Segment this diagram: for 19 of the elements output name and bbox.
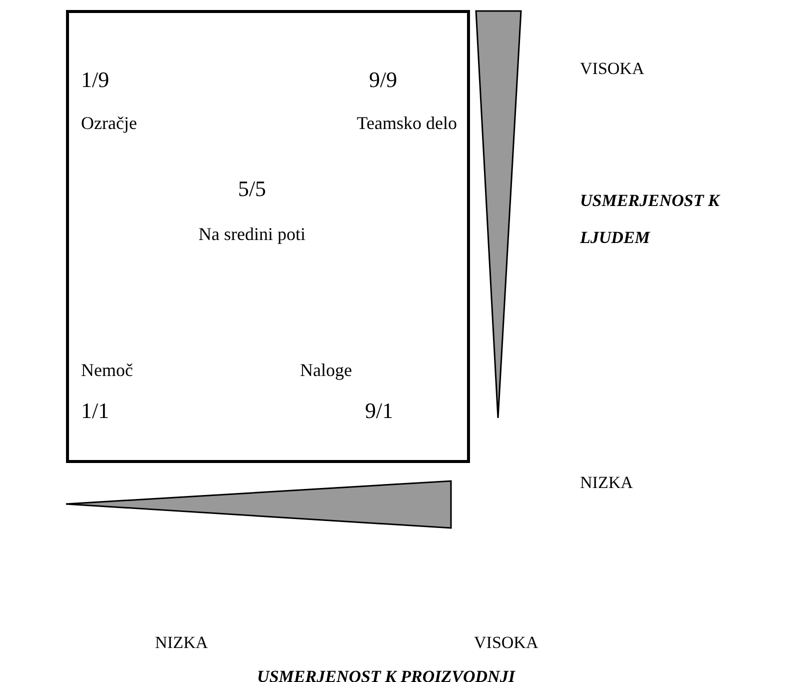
vertical-wedge [475,10,522,419]
scale-label: VISOKA [580,58,644,80]
grid-text: Nemoč [81,361,133,379]
horizontal-wedge [65,480,452,529]
grid-text: Naloge [300,361,352,379]
grid-text: 9/1 [365,400,394,422]
grid-text: Na sredini poti [198,225,306,243]
axis-title: USMERJENOST K PROIZVODNJI [257,666,515,682]
grid-text: 9/9 [369,69,398,91]
grid-text: 5/5 [238,178,266,200]
grid-text: Teamsko delo [356,114,457,132]
grid-box [66,10,470,463]
scale-label: NIZKA [155,632,208,654]
scale-label: NIZKA [580,472,633,494]
grid-text: 1/9 [81,69,110,91]
axis-title: USMERJENOST K LJUDEM [580,190,722,250]
grid-text: 1/1 [81,400,110,422]
grid-text: Ozračje [81,114,137,132]
scale-label: VISOKA [474,632,538,654]
